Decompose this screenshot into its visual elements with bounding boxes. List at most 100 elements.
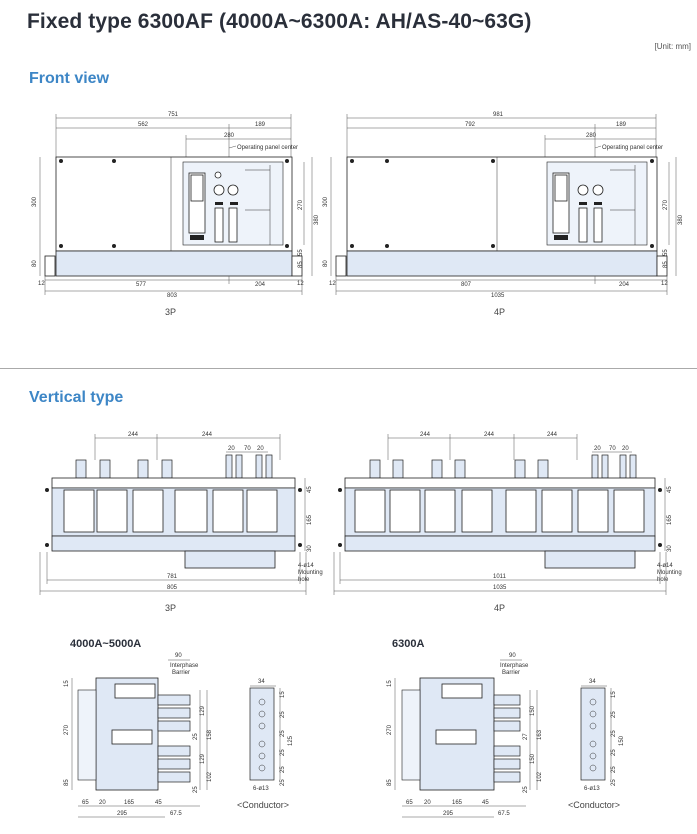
dim-front4p-right: 189: [616, 122, 627, 128]
cond-right-c3: 25: [611, 730, 617, 737]
side-left-r2: 158: [207, 729, 213, 740]
side-left-b2: 20: [99, 800, 106, 806]
dim-front4p-hbase: 80: [323, 260, 329, 267]
dim-front3p-hbase: 80: [32, 260, 38, 267]
conductor-left: 34 15 25 25 25 125 25 25 6-ø13: [249, 679, 294, 792]
dim-front3p-total: 751: [168, 112, 179, 118]
dim-front4p-bleft: 807: [461, 282, 472, 288]
dim-vert4p-t3: 20: [622, 446, 629, 452]
dim-vert4p-t2: 70: [609, 446, 616, 452]
dim-vert3p-winner: 781: [167, 574, 178, 580]
vertical-left-caption: 3P: [165, 603, 177, 613]
cond-right-c1: 15: [611, 691, 617, 698]
side-right-dim-top: 90: [509, 653, 516, 659]
dim-front3p-bleft: 577: [136, 282, 147, 288]
front-left-caption: 3P: [165, 307, 177, 317]
dim-front4p-hright2: 270: [663, 199, 669, 210]
cond-right-c6: 25: [611, 766, 617, 773]
vertical-type-3p: 244 244 20 70 20 45 165: [39, 432, 323, 595]
vertical-right-caption: 4P: [494, 603, 506, 613]
dim-front4p-mr: 12: [661, 281, 668, 287]
side-right-tail: 67.5: [498, 811, 510, 817]
cond-left-c2: 25: [280, 711, 286, 718]
side-left-b4: 45: [155, 800, 162, 806]
side-right-r5: 27: [523, 733, 529, 740]
dim-vert4p-h3: 30: [667, 545, 673, 552]
vertical-type-4p: 244 244 244 20 70 20: [333, 432, 682, 595]
dim-vert3p-t1: 20: [228, 446, 235, 452]
side-left-hbot: 85: [64, 779, 70, 786]
dim-front4p-hsmall1: 55: [663, 249, 669, 256]
dim-front4p-total: 981: [493, 112, 504, 118]
cond-right-w: 34: [589, 679, 596, 685]
side-right-b4: 45: [482, 800, 489, 806]
side-right-r4: 102: [537, 771, 543, 782]
side-left-tail: 67.5: [170, 811, 182, 817]
section-vertical-type: Vertical type: [29, 389, 124, 406]
dim-front4p-hright: 380: [678, 214, 684, 225]
page-title: Fixed type 6300AF (4000A~6300A: AH/AS-40…: [27, 10, 532, 33]
side-view-right: 90 Interphase Barrier 15 270 85 150 163 …: [387, 653, 543, 818]
conductor-right: 34 15 25 25 25 150 25 25 6-ø13: [580, 679, 625, 792]
cond-left-c3: 25: [280, 730, 286, 737]
dim-front4p-panel: 280: [586, 133, 597, 139]
dim-vert4p-p3: 244: [547, 432, 558, 438]
side-right-hmain: 270: [387, 724, 393, 735]
dim-front3p-hsmall1: 55: [298, 249, 304, 256]
note-front4p: Operating panel center: [602, 145, 663, 151]
vert4p-hole: 4-ø14: [657, 563, 673, 569]
dim-vert3p-p2: 244: [202, 432, 213, 438]
dim-front3p-hright: 380: [314, 214, 320, 225]
dim-vert4p-p1: 244: [420, 432, 431, 438]
dim-vert4p-h1: 45: [667, 486, 673, 493]
side-left-htop: 15: [64, 680, 70, 687]
side-right-barrier2: Barrier: [502, 670, 520, 676]
side-left-r1: 129: [200, 705, 206, 716]
dim-vert3p-p1: 244: [128, 432, 139, 438]
side-left-r6: 25: [193, 786, 199, 793]
front-view-3p: 751 562 189 280 Operating panel center: [32, 112, 320, 299]
dim-front3p-hmain: 300: [32, 196, 38, 207]
side-left-subtitle: 4000A~5000A: [70, 638, 142, 650]
side-right-subtitle: 6300A: [392, 638, 425, 650]
side-left-r4: 102: [207, 771, 213, 782]
cond-left-w: 34: [258, 679, 265, 685]
side-left-hmain: 270: [64, 724, 70, 735]
side-right-r2: 163: [537, 729, 543, 740]
dim-front4p-btotal: 1035: [491, 293, 505, 299]
front-right-caption: 4P: [494, 307, 506, 317]
cond-right-c4: 25: [611, 749, 617, 756]
cond-left-hole: 6-ø13: [253, 786, 269, 792]
dim-front4p-hsmall2: 85: [663, 261, 669, 268]
dim-front3p-ml: 12: [38, 281, 45, 287]
note-front3p: Operating panel center: [237, 145, 298, 151]
front-view-4p: 981 792 189 280 Operating panel center: [323, 112, 684, 299]
dim-front3p-panel: 280: [224, 133, 235, 139]
side-left-b1: 65: [82, 800, 89, 806]
side-left-dim-top: 90: [175, 653, 182, 659]
vert4p-hole-label1: Mounting: [657, 570, 682, 576]
cond-right-c2: 25: [611, 711, 617, 718]
dim-front3p-hright2: 270: [298, 199, 304, 210]
side-left-r5: 25: [193, 733, 199, 740]
dim-front3p-mr: 12: [297, 281, 304, 287]
conductor-left-caption: <Conductor>: [237, 800, 290, 810]
side-right-r6: 25: [523, 786, 529, 793]
side-right-hbot: 85: [387, 779, 393, 786]
dim-vert3p-wtotal: 805: [167, 585, 178, 591]
vert4p-hole-label2: hole: [657, 577, 669, 583]
cond-left-c1: 15: [280, 691, 286, 698]
dim-front4p-hmain: 300: [323, 196, 329, 207]
dim-front4p-left: 792: [465, 122, 476, 128]
dim-vert4p-t1: 20: [594, 446, 601, 452]
dim-vert3p-t2: 70: [244, 446, 251, 452]
dim-front3p-bright: 204: [255, 282, 266, 288]
dim-vert3p-h2: 165: [307, 514, 313, 525]
dim-front3p-hsmall2: 85: [298, 261, 304, 268]
dim-front3p-btotal: 803: [167, 293, 178, 299]
dim-vert3p-h1: 45: [307, 486, 313, 493]
side-left-barrier2: Barrier: [172, 670, 190, 676]
section-front-view: Front view: [29, 70, 110, 87]
side-right-b3: 165: [452, 800, 463, 806]
